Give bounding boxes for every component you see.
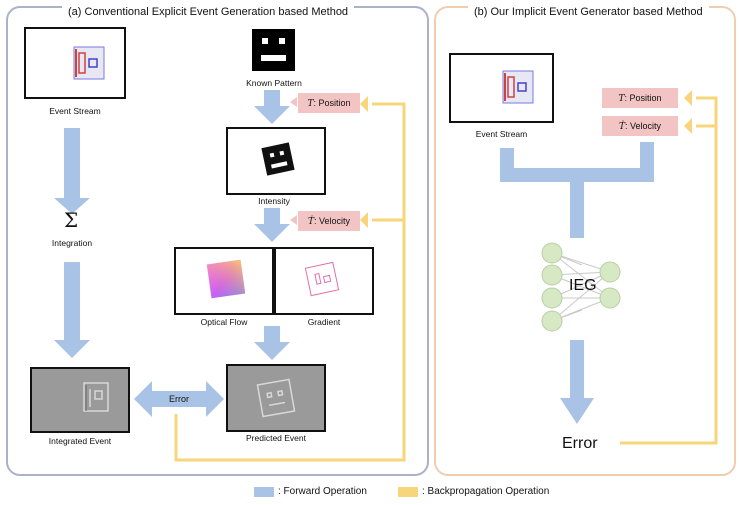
backprop-path-b [620,96,718,445]
optical-flow-label: Optical Flow [200,317,248,327]
event-stream-thumbnail [73,46,105,80]
position-symbol-a: T [307,99,314,109]
ieg-label: IEG [569,277,597,294]
optical-flow-image [174,247,274,315]
integrated-event-image [30,367,130,433]
integrated-event-label: Integrated Event [48,436,112,446]
legend-backprop-swatch [398,487,418,497]
legend-forward-swatch [254,487,274,497]
forward-arrows-b [500,142,654,424]
event-stream-image-b [449,53,554,123]
known-pattern-image [252,29,295,71]
predicted-event-label: Predicted Event [245,433,306,443]
error-label-a: Error [169,394,189,404]
forward-arrows-a [54,90,290,417]
legend-forward-label: : Forward Operation [278,486,367,497]
error-label-b: Error [562,435,598,452]
legend-backprop-label: : Backpropagation Operation [422,486,550,497]
backprop-path-a [174,102,406,462]
velocity-pointer-a [290,215,297,225]
predicted-event-image [226,364,326,432]
known-pattern-label: Known Pattern [246,78,302,88]
panel-b-title: (b) Our Implicit Event Generator based M… [468,6,709,18]
gradient-image [274,247,374,315]
event-stream-label-a: Event Stream [49,106,101,116]
panel-a-title: (a) Conventional Explicit Event Generati… [62,6,355,18]
event-stream-thumbnail-b [502,70,534,104]
position-text-a: : Position [313,98,351,108]
position-param-a: T: Position [298,93,360,113]
position-symbol-b: T [618,94,625,104]
velocity-symbol-b: Ṫ [618,122,625,132]
velocity-text-b: : Velocity [624,121,662,131]
intensity-label: Intensity [258,196,290,206]
intensity-image [226,127,326,195]
velocity-param-b: Ṫ: Velocity [602,116,678,136]
event-stream-label-b: Event Stream [475,129,528,139]
event-stream-image-a [24,27,126,99]
position-param-b: T: Position [602,88,678,108]
velocity-text-a: : Velocity [313,216,351,226]
velocity-symbol-a: Ṫ [307,217,314,227]
velocity-param-a: Ṫ: Velocity [298,211,360,231]
integration-label: Integration [51,238,93,248]
ieg-network-icon [541,242,621,332]
gradient-label: Gradient [307,317,341,327]
position-text-b: : Position [624,93,662,103]
position-pointer-a [290,97,297,107]
sigma-symbol: Σ [64,208,79,232]
